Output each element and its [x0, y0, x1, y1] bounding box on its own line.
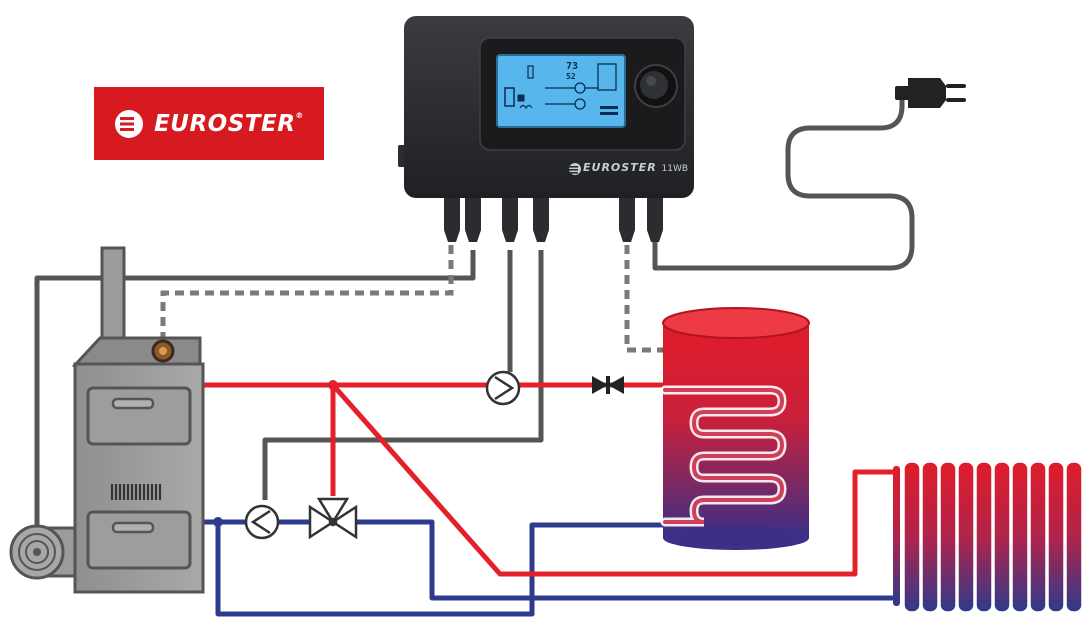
temperature-sensor-icon — [151, 339, 175, 363]
boiler — [71, 246, 205, 594]
three-way-valve-icon — [308, 497, 358, 540]
fan-cable — [34, 250, 476, 560]
boiler-lower-door — [86, 510, 192, 570]
radiator-icon — [893, 461, 1083, 613]
euroster-logo-icon — [115, 109, 144, 138]
fan-icon — [9, 524, 77, 580]
ch-pump-cable — [262, 250, 544, 500]
control-cables — [34, 100, 915, 560]
lcd-screen — [496, 54, 626, 128]
boiler-lower-handle — [111, 521, 155, 534]
control-knob — [634, 64, 678, 108]
boiler-upper-handle — [111, 397, 155, 410]
controller-unit — [398, 16, 694, 242]
pump-icon — [485, 370, 521, 406]
euroster-logo: EUROSTER® — [94, 87, 324, 160]
plug-icon — [895, 78, 966, 108]
registered-mark: ® — [295, 110, 304, 120]
cable-glands — [444, 196, 663, 242]
boiler-vent — [110, 484, 162, 500]
controller-logo-icon — [569, 163, 581, 175]
lcd-glyphs — [504, 63, 618, 115]
boiler-upper-door — [86, 386, 192, 446]
bypass-return-pipe — [215, 522, 665, 617]
logo-text: EUROSTER® — [154, 110, 304, 137]
hot-water-tank — [660, 307, 810, 550]
return-junction — [213, 517, 223, 527]
boiler-top — [71, 336, 202, 367]
pump-icon — [244, 504, 280, 540]
radiator-supply-pipe — [331, 383, 895, 577]
boiler-sensor-cable — [160, 245, 454, 340]
lcd-temperature-1: 73 — [566, 61, 579, 72]
tank-sensor-cable — [624, 245, 665, 353]
supply-junction — [328, 380, 338, 390]
lcd-temperature-2: 52 — [566, 72, 576, 81]
check-valve-icon — [592, 376, 624, 394]
controller-model-label: 11WB — [661, 164, 689, 174]
supply-pipes — [200, 382, 895, 577]
power-cable — [652, 100, 915, 271]
sensor-cables — [160, 245, 665, 353]
controller-brand-label: EUROSTER 11WB — [583, 161, 689, 174]
